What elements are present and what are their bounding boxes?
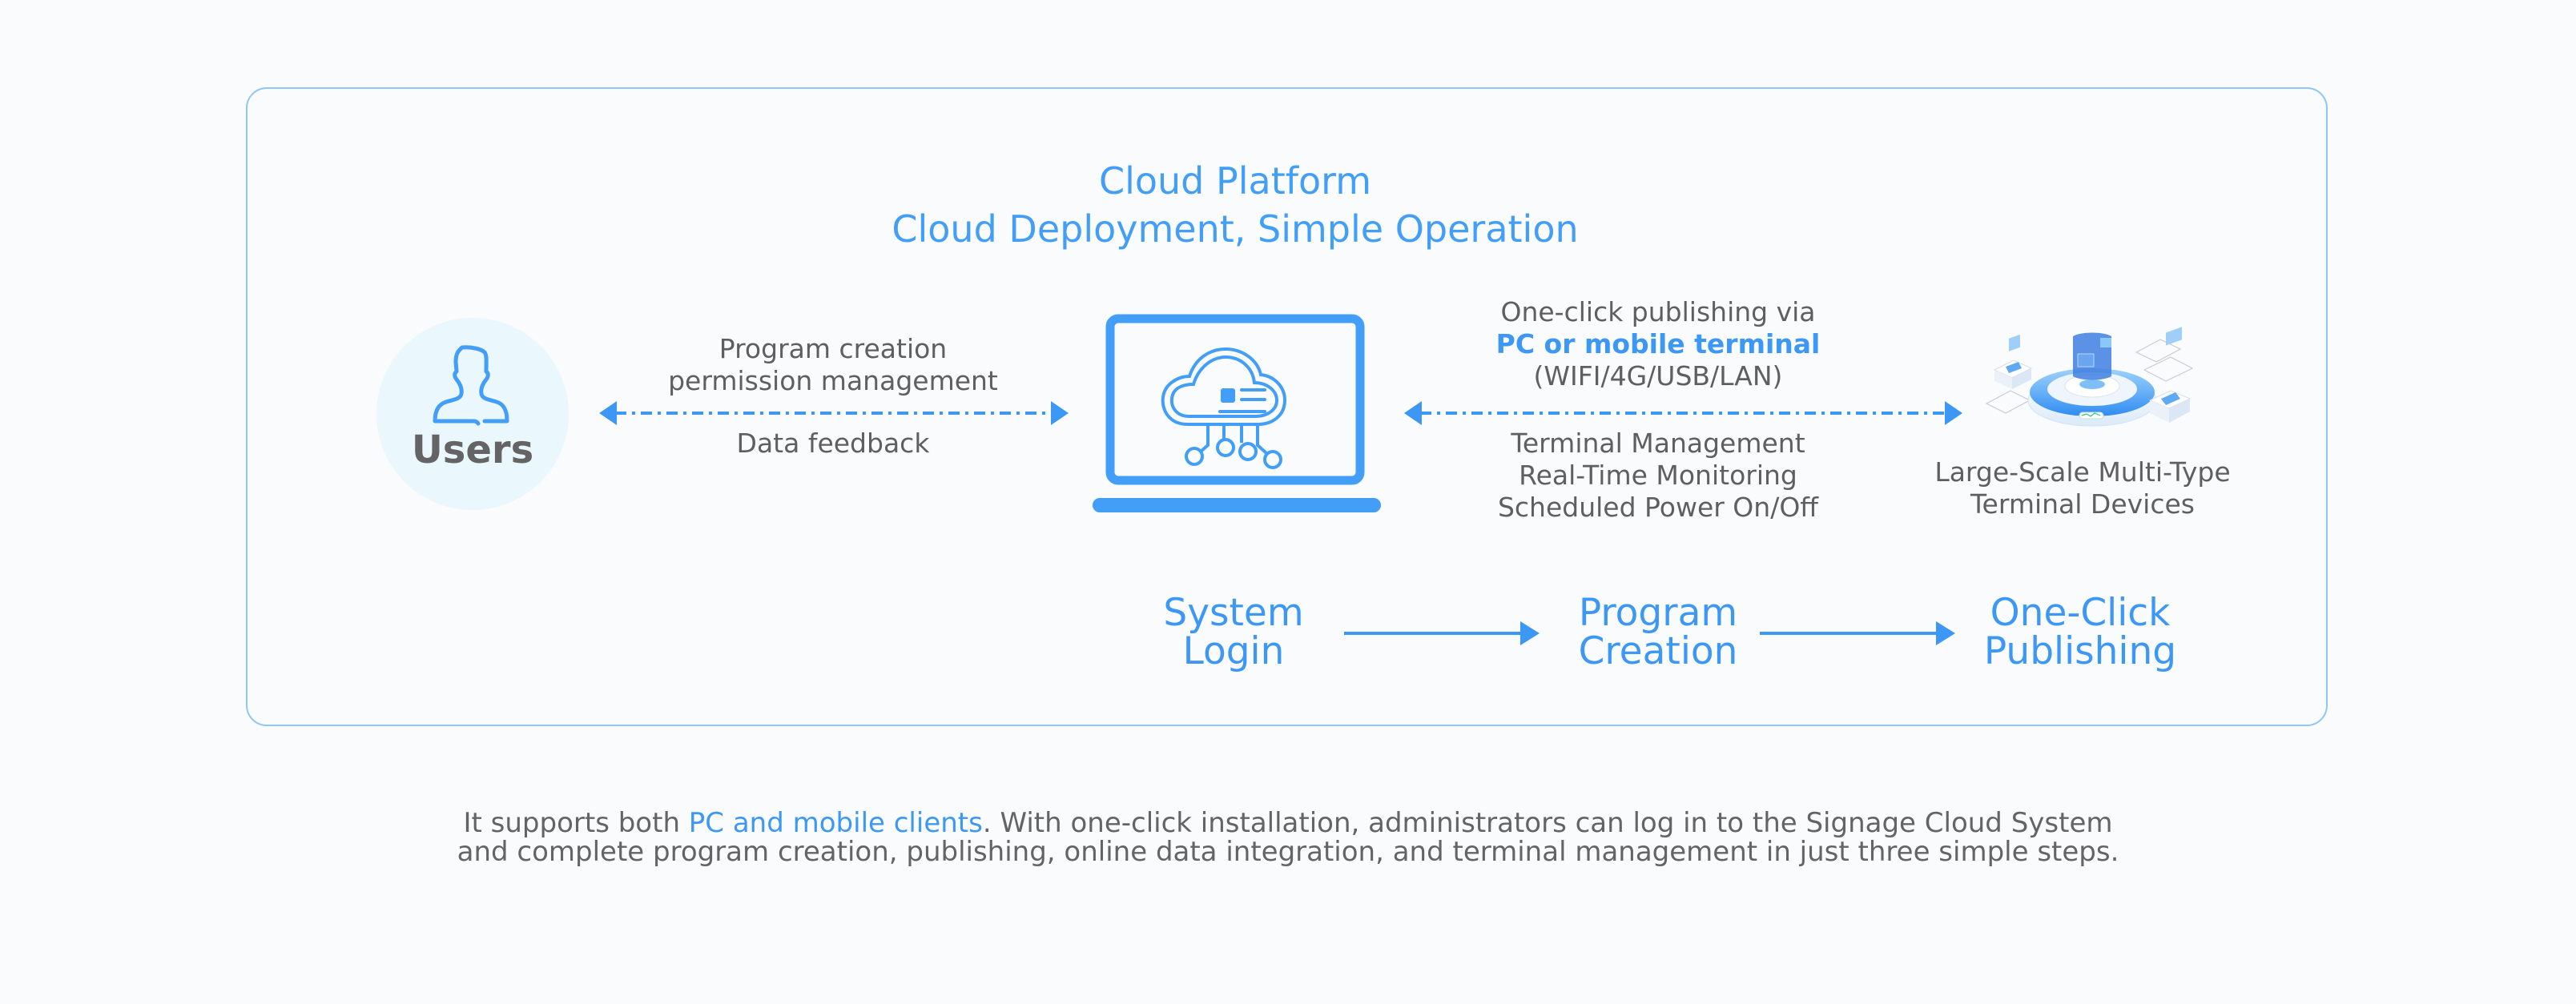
left-link-top-line-1: Program creation — [718, 333, 948, 364]
devices-label-line-1: Large-Scale Multi-Type — [1934, 456, 2231, 488]
step-2-line-1: Program — [1578, 591, 1738, 635]
arrowhead-right — [1945, 401, 1962, 425]
devices-label-line-2: Terminal Devices — [1970, 488, 2195, 520]
laptop-cloud-icon — [1093, 314, 1381, 512]
left-link-top-label: Program creation permission management — [665, 333, 1001, 397]
left-link-bottom-label: Data feedback — [736, 428, 930, 459]
feature-real-time-monitoring: Real-Time Monitoring — [1519, 460, 1797, 491]
step-3-line-1: One-Click — [1990, 591, 2171, 635]
network-nodes-icon — [1185, 424, 1282, 469]
right-link-top-line-3: (WIFI/4G/USB/LAN) — [1533, 360, 1783, 392]
feature-scheduled-power: Scheduled Power On/Off — [1497, 492, 1819, 523]
caption-line-1: It supports both PC and mobile clients. … — [320, 809, 2256, 837]
right-link-bottom-label: Terminal Management Real-Time Monitoring… — [1450, 428, 1866, 524]
caption-line-1-start: It supports both — [463, 807, 689, 839]
devices-label: Large-Scale Multi-Type Terminal Devices — [1906, 456, 2259, 520]
platform-frame — [246, 87, 2328, 726]
title-line-1: Cloud Platform — [1098, 159, 1371, 203]
step-system-login: System Login — [1105, 594, 1362, 671]
step-1-line-1: System — [1163, 591, 1304, 635]
terminal-box-right — [2148, 327, 2192, 423]
left-link-top-line-2: permission management — [668, 365, 998, 396]
arrowhead-right — [1051, 401, 1069, 425]
right-link-top-label: One-click publishing via PC or mobile te… — [1450, 296, 1866, 392]
step-program-creation: Program Creation — [1530, 594, 1786, 671]
right-arrow-icon — [1520, 621, 1540, 645]
flow-arrow-2 — [1760, 621, 1955, 645]
description-caption: It supports both PC and mobile clients. … — [320, 809, 2256, 866]
feature-terminal-management: Terminal Management — [1511, 428, 1805, 459]
terminal-box-left — [1993, 334, 2033, 389]
terminal-devices-illustration — [1985, 327, 2194, 427]
arrowhead-left — [1404, 401, 1422, 425]
users-platform-arrow — [599, 401, 1069, 425]
platform-devices-arrow — [1404, 401, 1962, 425]
step-2-line-2: Creation — [1578, 629, 1738, 673]
cloud-icon — [1161, 347, 1287, 426]
flow-arrow-1 — [1344, 621, 1540, 645]
caption-line-2: and complete program creation, publishin… — [457, 836, 2119, 868]
users-label: Users — [411, 428, 534, 472]
title-line-2: Cloud Deployment, Simple Operation — [892, 207, 1579, 251]
right-link-top-line-1: One-click publishing via — [1500, 296, 1816, 327]
right-arrow-icon — [1936, 621, 1955, 645]
step-1-line-2: Login — [1182, 629, 1285, 673]
caption-highlight: PC and mobile clients — [688, 807, 983, 839]
user-icon — [433, 345, 509, 426]
arrowhead-left — [599, 401, 617, 425]
users-node — [376, 318, 569, 510]
step-3-line-2: Publishing — [1983, 629, 2177, 673]
page-title: Cloud Platform Cloud Deployment, Simple … — [835, 157, 1636, 253]
caption-line-1-end: . With one-click installation, administr… — [982, 807, 2113, 839]
right-link-highlight: PC or mobile terminal — [1495, 328, 1821, 359]
step-one-click-publishing: One-Click Publishing — [1952, 594, 2208, 671]
